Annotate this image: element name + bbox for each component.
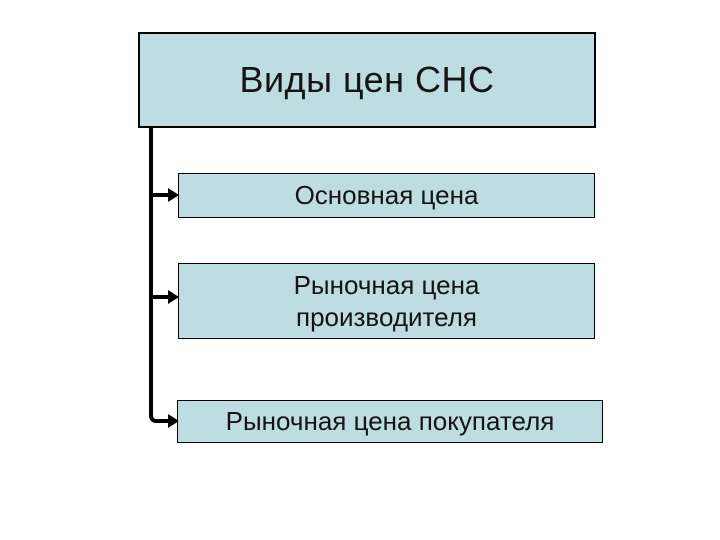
connector-branch-2 — [151, 295, 168, 299]
arrow-icon-1 — [168, 188, 179, 202]
arrow-icon-2 — [168, 290, 179, 304]
connector-elbow-line — [149, 403, 168, 423]
title-box: Виды цен СНС — [138, 32, 596, 128]
item-box-buyer-market-price: Рыночная цена покупателя — [177, 400, 603, 443]
item-label: Рыночная цена производителя — [293, 269, 480, 333]
item-box-basic-price: Основная цена — [178, 173, 595, 218]
item-box-producer-market-price: Рыночная цена производителя — [178, 263, 595, 339]
connector-branch-1 — [151, 193, 168, 197]
arrow-icon-3 — [168, 414, 179, 428]
item-label: Основная цена — [294, 180, 479, 211]
item-label: Рыночная цена покупателя — [225, 406, 555, 437]
title-text: Виды цен СНС — [239, 59, 495, 100]
connector-vertical-line — [149, 128, 153, 403]
